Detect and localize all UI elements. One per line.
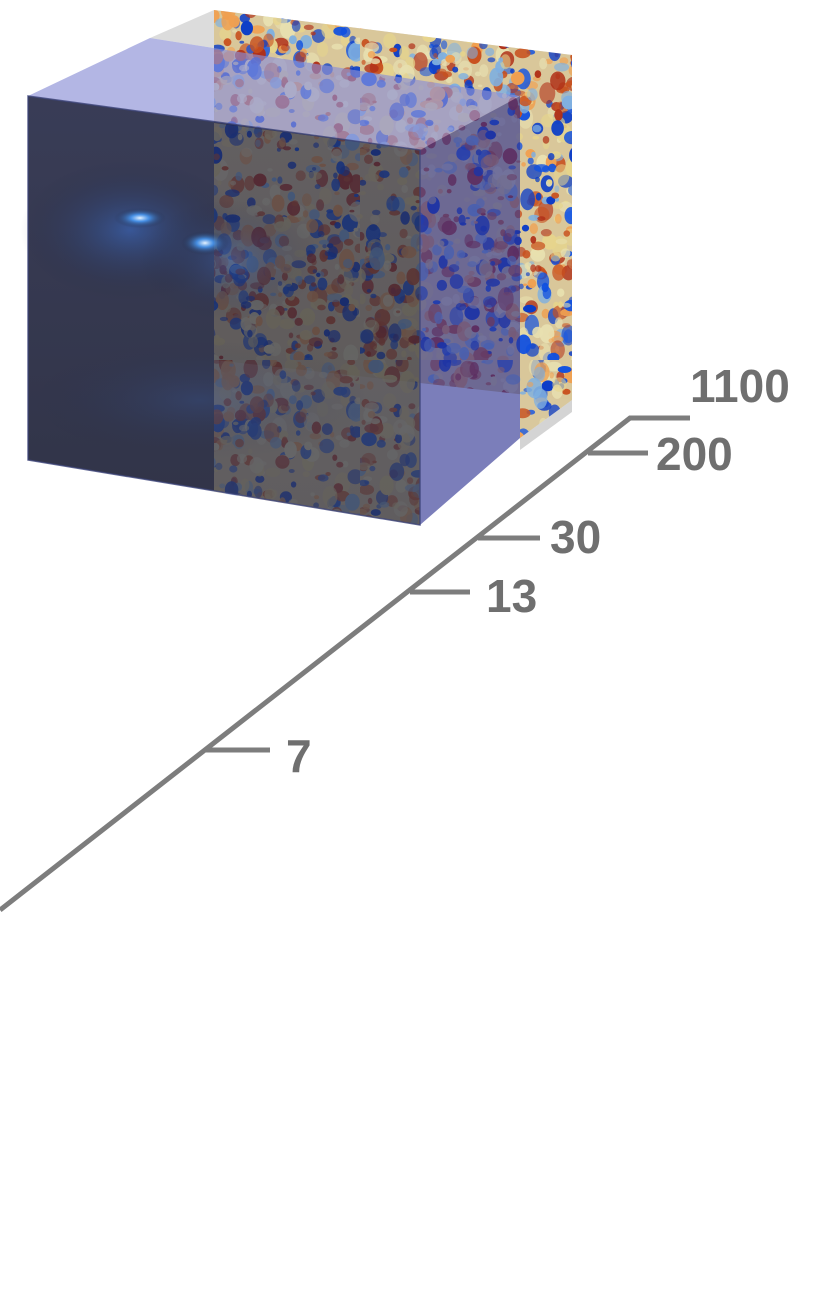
cube-right-face <box>420 96 520 525</box>
tick-label-1100: 1100 <box>690 360 790 412</box>
tick-label-30: 30 <box>550 511 601 563</box>
cube-front-edge-highlight <box>27 95 421 526</box>
cube-front-overlay-cmb <box>214 123 420 525</box>
bright-galaxy-1 <box>114 208 166 228</box>
cmb-side-face <box>520 55 572 438</box>
tick-label-13: 13 <box>486 570 537 622</box>
tick-label-200: 200 <box>656 428 733 480</box>
axis-line <box>0 415 690 912</box>
survey-cube <box>20 38 520 526</box>
redshift-axis: 1100 200 30 13 7 <box>0 360 790 912</box>
bright-galaxy-2 <box>181 231 229 255</box>
galaxy-haze <box>20 160 370 460</box>
cube-top-face <box>28 38 520 150</box>
tick-label-7: 7 <box>286 730 312 782</box>
box-bottom-face <box>520 400 572 450</box>
